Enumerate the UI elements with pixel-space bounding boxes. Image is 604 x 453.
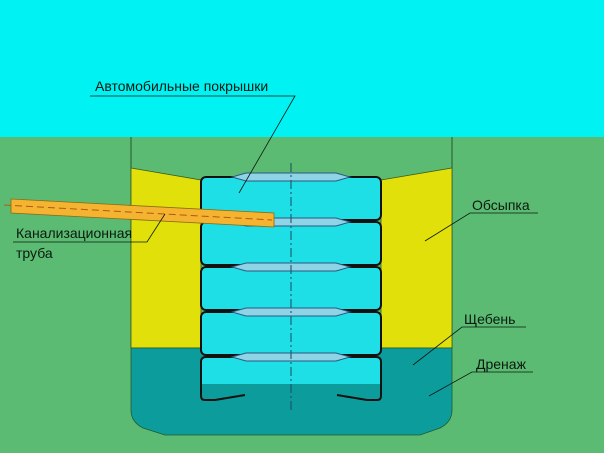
backfill-left — [130, 167, 202, 349]
leader-drainage — [428, 371, 533, 397]
label-gravel: Щебень — [464, 311, 515, 327]
label-pipe-line1: Канализационная — [16, 225, 132, 241]
leader-backfill — [424, 212, 538, 242]
backfill-right — [380, 167, 453, 349]
label-drainage: Дренаж — [476, 356, 527, 372]
label-tires: Автомобильные покрышки — [95, 78, 268, 94]
sky — [0, 0, 604, 137]
label-backfill: Обсыпка — [472, 197, 530, 213]
leader-tires — [90, 95, 296, 194]
label-pipe-line2: труба — [16, 245, 53, 261]
leader-pipe — [13, 213, 166, 243]
leader-gravel — [412, 326, 526, 366]
pipe-axis — [3, 204, 273, 221]
